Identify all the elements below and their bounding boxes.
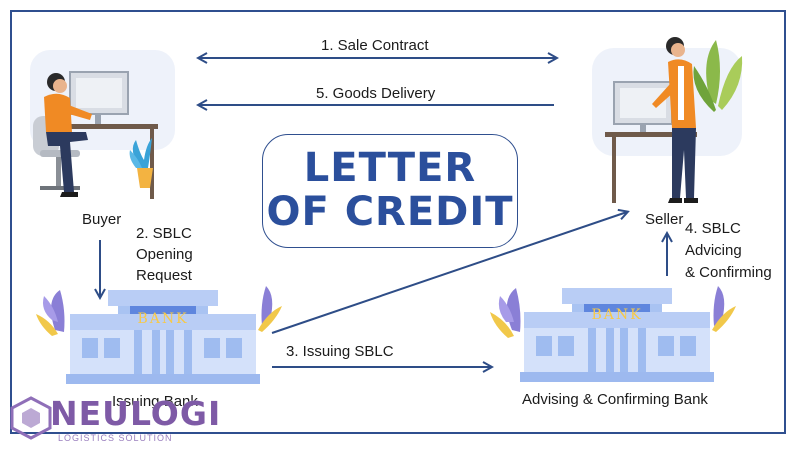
buyer-illustration xyxy=(30,50,175,199)
sblc-to-seller-arrow xyxy=(271,212,627,334)
step-4-label-line-1: 4. SBLC xyxy=(685,220,741,237)
buyer-label: Buyer xyxy=(82,211,122,228)
step-5-label: 5. Goods Delivery xyxy=(316,85,436,102)
advising-bank-sign: BANK xyxy=(591,307,642,323)
outer-frame xyxy=(10,10,786,434)
page-title: LETTER OF CREDIT xyxy=(262,146,518,234)
title-line-2: OF CREDIT xyxy=(266,189,514,235)
step-4-label-line-3: & Confirming xyxy=(685,264,772,281)
step-2-label-line-3: Request xyxy=(136,267,192,284)
step-2-label-line-2: Opening xyxy=(136,246,193,263)
watermark-tagline: LOGISTICS SOLUTION xyxy=(58,433,173,443)
step-3-label: 3. Issuing SBLC xyxy=(286,343,394,360)
issuing-bank-label: Issuing Bank xyxy=(112,393,198,410)
issuing-bank-illustration xyxy=(36,286,282,384)
buyer-plant xyxy=(129,138,153,188)
issuing-bank-sign: BANK xyxy=(137,311,188,327)
seller-label: Seller xyxy=(645,211,684,228)
step-4-label-line-2: Advicing xyxy=(685,242,742,259)
seller-illustration xyxy=(592,37,743,203)
advising-bank-illustration xyxy=(490,286,736,382)
step-2-label-line-1: 2. SBLC xyxy=(136,225,192,242)
advising-bank-label: Advising & Confirming Bank xyxy=(522,391,708,408)
title-frame xyxy=(262,134,518,248)
title-line-1: LETTER xyxy=(303,145,477,191)
watermark-brand: NEULOGI xyxy=(50,394,222,433)
step-1-label: 1. Sale Contract xyxy=(321,37,429,54)
neulogi-logo-icon xyxy=(10,396,52,440)
